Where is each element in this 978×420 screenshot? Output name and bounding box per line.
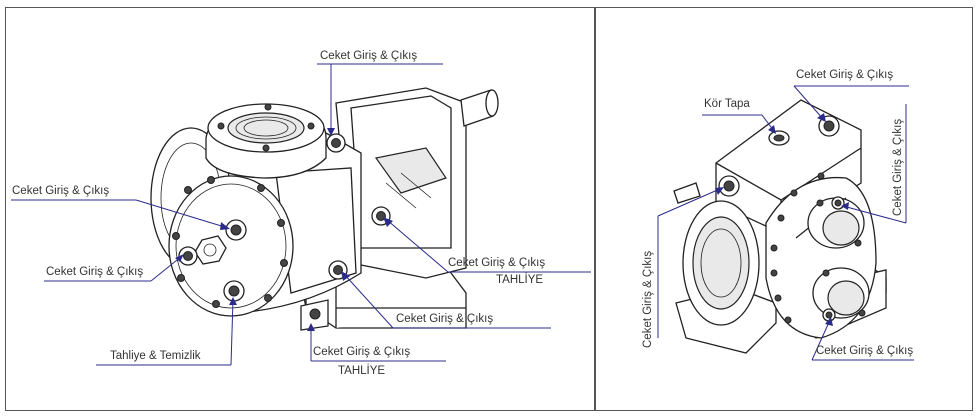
callout-jacket-right-upper: Ceket Giriş & Çıkış — [448, 257, 546, 269]
callout-jacket-bottom: Ceket Giriş & Çıkış — [313, 346, 411, 358]
right-figure-panel: Kör Tapa Ceket Giriş & Çıkış Ceket Giriş… — [595, 7, 973, 411]
pump-side-view-drawing — [11, 63, 591, 366]
callout-jacket-right-lower: Ceket Giriş & Çıkış — [396, 313, 494, 325]
left-figure-panel: Ceket Giriş & Çıkış Ceket Giriş & Çıkış … — [5, 7, 595, 411]
callout-jacket-bottom: Ceket Giriş & Çıkış — [816, 345, 914, 357]
callout-drain-right: TAHLİYE — [496, 274, 544, 286]
callout-jacket-left-upper: Ceket Giriş & Çıkış — [12, 185, 110, 197]
callout-jacket-left-vertical: Ceket Giriş & Çıkış — [642, 250, 654, 348]
callout-drain-bottom: TAHLİYE — [338, 365, 386, 377]
callout-jacket-left-lower: Ceket Giriş & Çıkış — [46, 266, 144, 278]
callout-jacket-top: Ceket Giriş & Çıkış — [796, 69, 894, 81]
callout-blind-plug: Kör Tapa — [704, 98, 750, 110]
callout-jacket-right-vertical: Ceket Giriş & Çıkış — [892, 118, 904, 216]
callout-drain-cleaning: Tahliye & Temizlik — [110, 350, 201, 362]
pump-front-view-drawing — [657, 85, 914, 361]
callout-jacket-top: Ceket Giriş & Çıkış — [320, 50, 418, 62]
